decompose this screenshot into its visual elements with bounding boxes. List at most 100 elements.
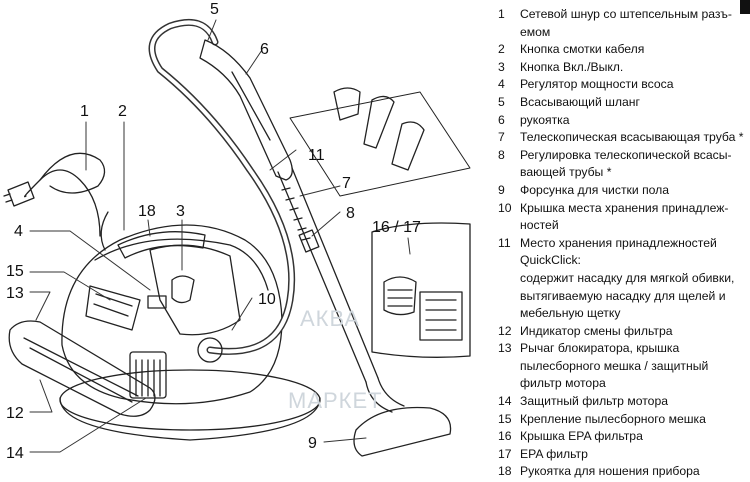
hose-inner — [150, 20, 294, 354]
legend-item: 5 Всасывающий шланг — [498, 94, 748, 112]
legend-number: 2 — [498, 42, 505, 57]
body-handle — [117, 231, 206, 259]
tube-scale — [281, 187, 311, 241]
legend-text: Всасывающий шланг — [520, 94, 640, 109]
leader-15 — [29, 271, 111, 301]
legend-text: Регулятор мощности всоса — [520, 77, 674, 92]
leader-7 — [299, 185, 341, 197]
body-outline — [61, 224, 283, 405]
telescopic-tube — [277, 167, 379, 383]
power-plug — [3, 181, 35, 207]
floor-nozzle — [353, 406, 452, 457]
cable-coil — [39, 152, 106, 194]
cable-cord-base — [100, 211, 109, 251]
legend-text: EPA фильтр — [520, 446, 588, 461]
legend-number: 7 — [498, 130, 505, 145]
legend-item: 7 Телескопическая всасывающая труба * — [498, 129, 748, 147]
callout-8: 8 — [346, 205, 355, 222]
leader-12 — [29, 379, 53, 413]
legend-number: 15 — [498, 411, 512, 426]
legend-number: 6 — [498, 112, 505, 127]
legend-text: рукоятка — [520, 112, 570, 127]
leader-5 — [207, 19, 217, 41]
callout-4: 4 — [14, 223, 23, 240]
accessory-crevice — [363, 95, 395, 149]
legend-item: 6 рукоятка — [498, 112, 748, 130]
leader-14 — [29, 397, 147, 453]
nozzle-neck — [365, 377, 405, 413]
legend-item: 1 Сетевой шнур со штепсельным разъ-емом — [498, 6, 748, 41]
legend-item: 8 Регулировка телескопической всасы-вающе… — [498, 147, 748, 182]
legend-number: 18 — [498, 464, 512, 479]
legend-number: 5 — [498, 94, 505, 109]
legend-text: Сетевой шнур со штепсельным разъ-емом — [520, 7, 732, 39]
storage-box — [289, 91, 471, 197]
inset-filter — [419, 291, 463, 341]
legend-text: Защитный фильтр мотора — [520, 394, 668, 409]
legend-text: Рычаг блокиратора, крышка пылесборного м… — [520, 341, 709, 391]
legend-text: Телескопическая всасывающая труба * — [520, 130, 744, 145]
handle-grip — [231, 71, 271, 141]
hose-inlet — [197, 337, 223, 363]
callout-2: 2 — [118, 103, 127, 120]
legend-number: 8 — [498, 147, 505, 162]
legend-number: 16 — [498, 429, 512, 444]
power-cable — [23, 169, 101, 237]
legend-number: 14 — [498, 394, 512, 409]
callout-6: 6 — [260, 41, 269, 58]
legend-text: Крышка места хранения принадлеж-ностей — [520, 200, 729, 233]
tube-adjuster — [298, 229, 320, 253]
callout-7: 7 — [342, 175, 351, 192]
bag-holder — [85, 285, 141, 331]
legend-number: 10 — [498, 200, 512, 215]
legend-item: 17 EPA фильтр — [498, 446, 748, 464]
leader-6 — [245, 49, 263, 75]
callout-18: 18 — [138, 203, 156, 220]
leader-18 — [147, 219, 151, 237]
legend-text: Место хранения принадлежностей QuickClic… — [520, 235, 717, 268]
leader-9 — [323, 437, 367, 443]
callout-9: 9 — [308, 435, 317, 452]
vacuum-cleaner-diagram: АКВА МАРКЕТ 1 2 18 3 4 15 13 12 14 5 6 1… — [3, 1, 471, 462]
callout-12: 12 — [6, 405, 24, 422]
leader-13 — [29, 291, 51, 321]
legend-number: 17 — [498, 446, 512, 461]
base-disc — [59, 369, 321, 431]
body-buttons — [147, 275, 195, 309]
inset-frame — [371, 222, 471, 358]
callout-10: 10 — [258, 291, 276, 308]
legend-number: 1 — [498, 7, 505, 21]
legend-text: Форсунка для чистки пола — [520, 182, 670, 197]
legend-item: 18 Рукоятка для ношения прибора — [498, 463, 748, 481]
legend-number: 12 — [498, 323, 512, 338]
callout-1: 1 — [80, 103, 89, 120]
leader-8 — [311, 211, 341, 237]
base-rim — [59, 397, 321, 441]
leader-4 — [29, 230, 151, 291]
legend-item: 10 Крышка места хранения принадлеж-ностей — [498, 200, 748, 235]
callout-3: 3 — [176, 203, 185, 220]
legend-item: 4 Регулятор мощности всоса — [498, 76, 748, 94]
legend-number: 4 — [498, 77, 505, 92]
body-inner-panel — [149, 244, 241, 336]
legend-note: содержит насадку для мягкой обивки, вытя… — [498, 270, 748, 323]
leader-11 — [269, 149, 297, 171]
legend-text: Регулировка телескопической всасы-вающей… — [520, 147, 732, 180]
body-vents — [135, 359, 161, 397]
legend-text: Рукоятка для ношения прибора — [520, 464, 700, 479]
callout-13: 13 — [6, 285, 24, 302]
filter-window — [129, 351, 167, 399]
legend-number: 11 — [498, 235, 511, 250]
legend-item: 14 Защитный фильтр мотора — [498, 393, 748, 411]
legend-text: содержит насадку для мягкой обивки, вытя… — [520, 270, 735, 321]
legend-text: Кнопка Вкл./Выкл. — [520, 59, 624, 74]
callout-11: 11 — [308, 147, 325, 164]
callout-14: 14 — [6, 445, 24, 462]
open-lid-inner — [23, 337, 139, 403]
